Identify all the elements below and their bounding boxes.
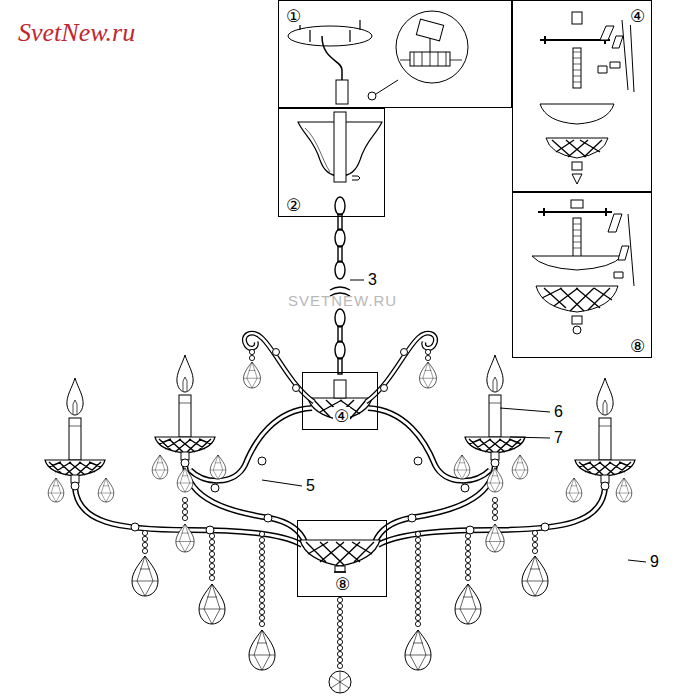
callout-number: 6 [552, 403, 565, 421]
step-number: ② [285, 196, 302, 214]
inset-frame: ① [278, 0, 512, 108]
inset-frame: ④ [512, 0, 652, 192]
callout-number: 3 [366, 271, 379, 289]
step-number: ⑧ [334, 575, 351, 593]
callout-number: 5 [304, 477, 317, 495]
inset-frame: ⑧ [297, 520, 387, 597]
watermark: SVETNEW.RU [286, 292, 399, 310]
inset-frame: ⑧ [512, 192, 652, 358]
step-number: ④ [629, 7, 646, 25]
inset-frame: ④ [302, 372, 378, 430]
callout-number: 7 [552, 429, 565, 447]
step-number: ⑧ [629, 337, 646, 355]
inset-frame: ② [278, 108, 385, 217]
step-number: ④ [333, 407, 350, 425]
callout-number: 9 [648, 553, 661, 571]
site-logo: SvetNew.ru [16, 18, 137, 48]
step-number: ① [285, 7, 302, 25]
